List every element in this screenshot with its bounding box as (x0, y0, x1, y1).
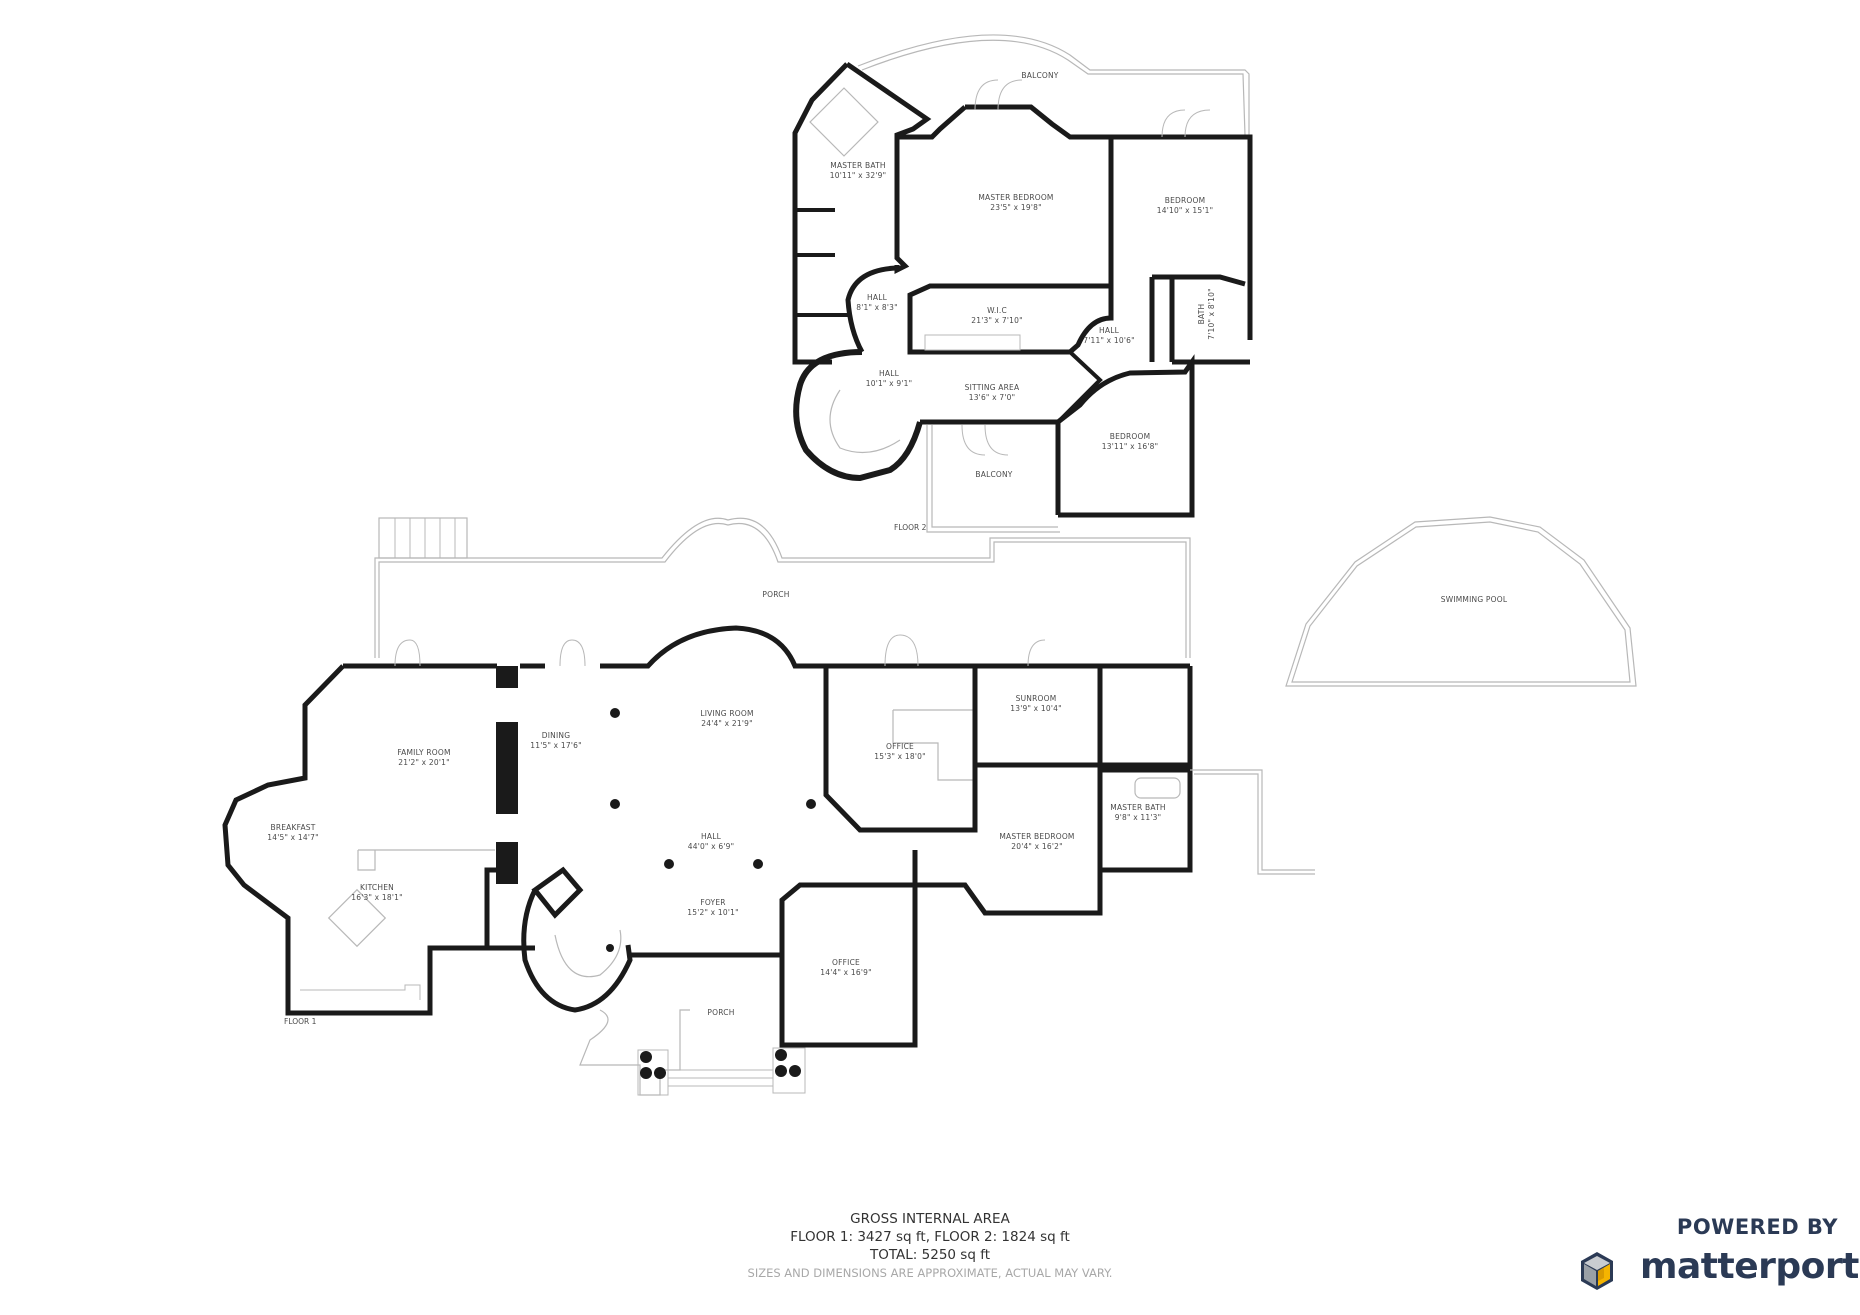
matterport-branding: POWERED BY matterport® (1578, 1212, 1860, 1302)
room-label-office-upper: OFFICE 15'3" x 18'0" (874, 742, 926, 761)
powered-by-text: POWERED BY (1676, 1215, 1838, 1239)
room-label-balcony-upper: BALCONY (1021, 71, 1059, 80)
room-label-master-bedroom-f2: MASTER BEDROOM 23'5" x 19'8" (978, 193, 1054, 212)
room-label-sitting-area: SITTING AREA 13'6" x 7'0" (964, 383, 1020, 402)
area-summary: GROSS INTERNAL AREA FLOOR 1: 3427 sq ft,… (0, 1210, 1860, 1282)
floor-1-label: FLOOR 1 (284, 1017, 317, 1026)
room-label-hall-7-11: HALL 7'11" x 10'6" (1083, 326, 1135, 345)
matterport-wordmark: matterport® (1640, 1246, 1860, 1287)
floor-1-plan (222, 517, 1315, 1096)
room-label-living-room: LIVING ROOM 24'4" x 21'9" (700, 709, 754, 728)
room-label-bath-f2: BATH 7'10" x 8'10" (1197, 288, 1216, 340)
room-label-hall-8-1: HALL 8'1" x 8'3" (856, 293, 898, 312)
area-total: TOTAL: 5250 sq ft (869, 1247, 991, 1263)
room-label-foyer: FOYER 15'2" x 10'1" (687, 898, 739, 917)
room-label-porch-rear: PORCH (762, 590, 790, 599)
area-floors: FLOOR 1: 3427 sq ft, FLOOR 2: 1824 sq ft (790, 1229, 1070, 1245)
room-label-office-lower: OFFICE 14'4" x 16'9" (820, 958, 872, 977)
matterport-cube-icon (1581, 1252, 1613, 1290)
area-disclaimer: SIZES AND DIMENSIONS ARE APPROXIMATE, AC… (747, 1266, 1113, 1280)
room-label-bedroom-f2-east: BEDROOM 14'10" x 15'1" (1156, 196, 1214, 215)
floor-2-plan (792, 34, 1253, 533)
room-label-sunroom: SUNROOM 13'9" x 10'4" (1010, 694, 1062, 713)
room-label-kitchen: KITCHEN 16'3" x 18'1" (351, 883, 403, 902)
room-label-balcony-lower: BALCONY (975, 470, 1013, 479)
room-label-dining: DINING 11'5" x 17'6" (530, 731, 582, 750)
room-label-family-room: FAMILY ROOM 21'2" x 20'1" (397, 748, 451, 767)
room-label-bedroom-f2-south: BEDROOM 13'11" x 16'8" (1101, 432, 1159, 451)
room-label-breakfast: BREAKFAST 14'5" x 14'7" (267, 823, 319, 842)
floor-2-label: FLOOR 2 (894, 523, 927, 532)
room-label-master-bedroom-f1: MASTER BEDROOM 20'4" x 16'2" (999, 832, 1075, 851)
room-label-swimming-pool: SWIMMING POOL (1440, 595, 1508, 604)
room-label-master-bath-f2: MASTER BATH 10'11" x 32'9" (829, 161, 887, 180)
room-label-porch-front: PORCH (707, 1008, 735, 1017)
swimming-pool-outline (1285, 516, 1637, 687)
room-label-hall-f1: HALL 44'0" x 6'9" (687, 832, 735, 851)
room-label-hall-10-1: HALL 10'1" x 9'1" (865, 369, 913, 388)
room-label-wic: W.I.C 21'3" x 7'10" (971, 306, 1023, 325)
area-title: GROSS INTERNAL AREA (850, 1211, 1010, 1227)
room-label-master-bath-f1: MASTER BATH 9'8" x 11'3" (1110, 803, 1166, 822)
